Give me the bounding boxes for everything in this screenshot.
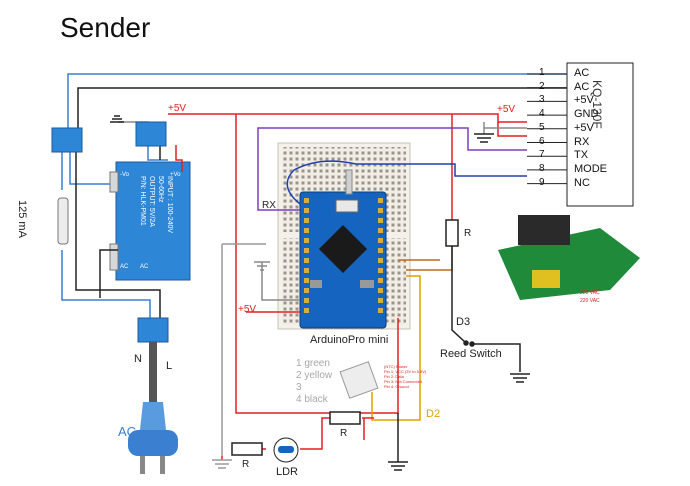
arduino-header-pin [304,218,309,223]
arduino-header-pin [304,288,309,293]
arduino-header-pin [378,278,383,283]
arduino-header-pin [304,248,309,253]
resistors [231,219,459,456]
d3-label: D3 [456,316,471,328]
sensor-wire-legend: 1 green 2 yellow 3 4 black [296,358,332,406]
psu-text: INPUT : 100-240V 50-60Hz OUTPUT: 5V/2A P… [138,176,174,233]
arduino-header-pin [304,198,309,203]
rf-pin-number: 5 [539,121,545,133]
psu-text-line: INPUT : 100-240V [166,176,173,234]
arduino-header-pin [378,198,383,203]
arduino-header-pin [378,288,383,293]
arduino-label: ArduinoPro mini [310,334,389,346]
sensor-pin-note: Pin 3: Not Connected [384,379,423,384]
psu-ac-left: AC [120,264,129,270]
rf-pin-number: 7 [539,149,545,161]
rf-pin-label: GND [574,108,599,121]
sensor-pin-note: Pin 2: Data [384,374,404,379]
arduino-header-pin [304,308,309,313]
ground-symbols [110,115,530,471]
sensor-wire-item: 1 green [296,358,330,369]
sensor-wire-item: 3 [296,382,302,393]
rf-pin-label: RX [574,135,590,148]
rf-pin-number: 3 [539,94,545,106]
line-label: L [166,360,173,372]
plus5v-label-right: +5V [497,104,516,115]
arduino-header-pin [304,228,309,233]
arduino-header-pin [378,208,383,213]
page-title: Sender [60,12,151,43]
resistor-label-bottom-left: R [242,459,250,470]
sensor-pin-note: (NTC) Power [384,364,408,369]
rf-pin-number: 1 [539,67,545,78]
psu-text-line: OUTPUT: 5V/2A [148,176,155,227]
sensor-pin-note: Pin 4: Ground [384,384,409,389]
resistor-label-right: R [464,228,472,239]
rf-pin-number: 4 [539,108,545,120]
power-supply-module [109,161,191,281]
psu-vo-top: -Vo [120,172,130,178]
dht-sensor [339,361,379,399]
psu-vo-bottom: +Vo [170,172,181,178]
rf-pin-label: AC [574,80,590,93]
ac-plug-label: AC [118,424,137,439]
arduino-header-pin [378,248,383,253]
arduino-header-pin [378,268,383,273]
wires [61,73,567,462]
arduino-header-pin [304,268,309,273]
fuse-label: 125 mA [16,200,28,238]
arduino-header-pin [378,218,383,223]
rf-pin-label: MODE [574,162,607,175]
fuse [57,197,69,245]
rf-pin-label: +5V [574,94,594,107]
arduino-header-pin [304,298,309,303]
neutral-label: N [134,353,142,365]
reed-switch-label: Reed Switch [440,348,502,360]
rf-module-name: KQ-130F [590,80,604,129]
arduino-header-pin [304,238,309,243]
rf-pin-number: 2 [539,80,545,92]
arduino-header-pin [304,278,309,283]
arduino-header-pin [378,238,383,243]
arduino-header-pin [304,208,309,213]
ldr [273,437,299,463]
psu-text-line: 50-60Hz [157,176,164,203]
terminal-blocks [51,121,169,343]
sensor-wire-item: 4 black [296,394,328,405]
rf-pin-label: +5V [574,121,594,134]
psu-ac-right: AC [140,264,149,270]
rx-label: RX [262,200,276,211]
arduino-pro-mini [299,169,387,329]
ac-plug [128,342,178,474]
plus5v-label-top: +5V [168,103,187,114]
rf-module-photo [498,215,640,300]
arduino-header-pin [378,228,383,233]
rf-pin-label: AC [574,67,590,79]
rf-vac-label-2: 220 VAC [580,298,600,304]
ldr-label: LDR [276,466,299,478]
arduino-header-pin [378,298,383,303]
sensor-pin-notes: (NTC) Power Pin 1: VCC (3V to 5.5V) Pin … [384,364,426,389]
arduino-header-pin [378,258,383,263]
rf-pin-label: TX [574,149,589,162]
arduino-header-pin [304,258,309,263]
d2-label: D2 [426,408,441,420]
rf-pin-number: 6 [539,135,545,147]
rf-pin-number: 9 [539,176,545,188]
plus5v-label-left: +5V [238,304,257,315]
resistor-label-bottom-right: R [340,428,348,439]
psu-text-line: P/N: HLK-PM01 [139,176,146,226]
arduino-header-pin [378,308,383,313]
rf-pin-number: 8 [539,162,545,174]
rf-module-box [566,62,634,207]
sensor-pin-note: Pin 1: VCC (3V to 5.5V) [384,369,427,374]
rf-vac-label-1: 220 VAC [580,290,600,296]
sensor-wire-item: 2 yellow [296,370,333,381]
rf-pin-label: NC [574,176,590,189]
